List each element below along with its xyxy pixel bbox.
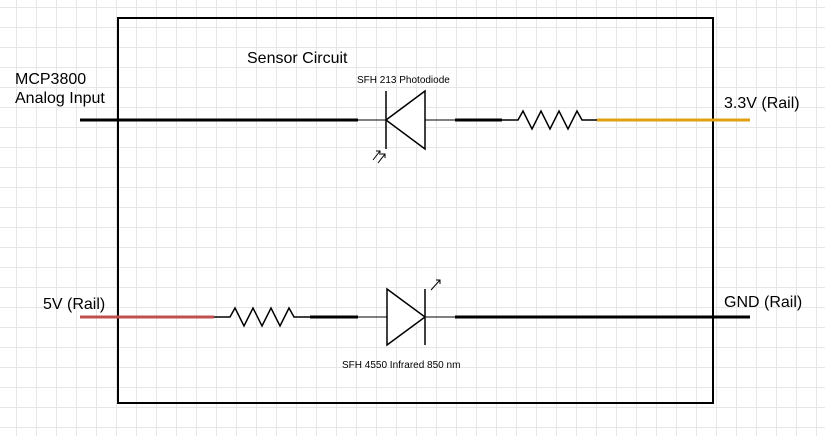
resistor-bottom-symbol xyxy=(214,306,310,328)
diagram-title: Sensor Circuit xyxy=(247,50,348,67)
photodiode-symbol xyxy=(384,89,426,151)
ir-led-label: SFH 4550 Infrared 850 nm xyxy=(342,360,461,371)
rail-5v-label: 5V (Rail) xyxy=(43,296,106,313)
ir-led-emission-arrow-icon xyxy=(430,279,441,291)
rail-gnd-label: GND (Rail) xyxy=(724,294,803,311)
rail-3v3-label: 3.3V (Rail) xyxy=(724,95,800,112)
analog-input-label-line1: MCP3800 xyxy=(15,71,87,88)
analog-input-label-line2: Analog Input xyxy=(15,90,105,107)
ir-led-symbol xyxy=(386,287,427,347)
photodiode-label: SFH 213 Photodiode xyxy=(357,75,450,86)
photodiode-light-arrows-icon xyxy=(372,150,386,164)
resistor-top-symbol xyxy=(502,109,597,131)
sensor-circuit-box xyxy=(117,17,714,404)
